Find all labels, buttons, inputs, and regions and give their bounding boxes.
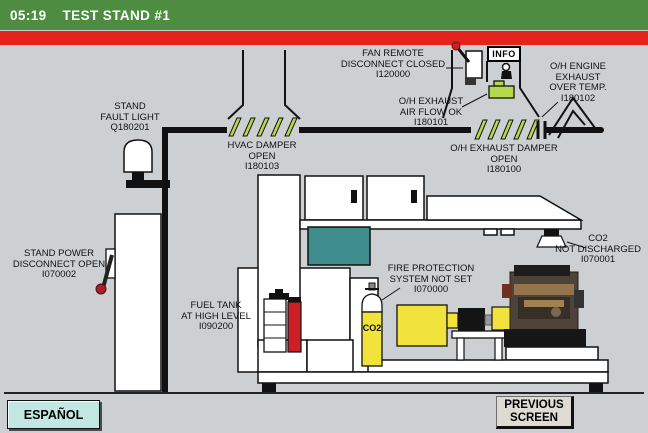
co2-cylinder: CO2 (361, 282, 383, 367)
label-co2-not-discharged: CO2 NOT DISCHARGED I070001 (555, 233, 641, 265)
fuel-tank-indicator (263, 289, 302, 353)
disconnect-switch-tip (95, 283, 107, 295)
floor-divider (4, 392, 644, 394)
canopy-vent-1 (483, 228, 498, 236)
engine-exhaust-elbow (536, 96, 596, 139)
canopy-vent-2 (500, 228, 515, 236)
cabinet-handle-right-icon (411, 190, 417, 203)
exhaust-hood (442, 50, 540, 119)
clock-time: 05:19 (10, 7, 47, 23)
platforms (257, 346, 609, 384)
espanol-button[interactable]: ESPAÑOL (7, 400, 100, 429)
label-fan-remote-disconnect: FAN REMOTE DISCONNECT CLOSED I120000 (340, 48, 446, 80)
engine-pedestal (505, 346, 599, 361)
platform-foot-right (589, 383, 603, 392)
base-platform (257, 371, 609, 384)
label-fuel-tank-high-level: FUEL TANK AT HIGH LEVEL I090200 (181, 300, 251, 332)
co2-nozzle (536, 229, 567, 248)
alarm-banner-bar (0, 31, 648, 45)
label-stand-fault-light: STAND FAULT LIGHT Q180201 (100, 101, 160, 133)
table-top (451, 330, 507, 339)
page-title: TEST STAND #1 (62, 7, 171, 23)
step-platform (367, 359, 609, 373)
title-bar: 05:19 TEST STAND #1 (0, 0, 648, 30)
engine-image (502, 265, 586, 347)
wall-lines (162, 127, 604, 392)
exhaust-damper-open-indicator (474, 119, 540, 140)
previous-screen-button[interactable]: PREVIOUS SCREEN (496, 396, 574, 429)
label-connectors (381, 67, 587, 301)
hvac-duct (227, 50, 301, 120)
platform-foot-left (262, 383, 276, 392)
canopy (426, 195, 584, 221)
co2-cylinder-label: CO2 (363, 323, 382, 333)
fuel-level-bar (287, 301, 302, 353)
stand-fault-light-indicator (123, 139, 170, 188)
label-oh-engine-exhaust-over-temp: O/H ENGINE EXHAUST OVER TEMP. I180102 (549, 61, 607, 104)
fan-disconnect-switch (451, 41, 483, 85)
hvac-damper-open-indicator (228, 117, 298, 137)
cabinet-handle-left-icon (351, 190, 357, 203)
label-stand-power-disconnect: STAND POWER DISCONNECT OPEN I070002 (12, 248, 106, 280)
label-hvac-damper-open: HVAC DAMPER OPEN I180103 (227, 140, 297, 172)
fire-protection-equipment (396, 304, 519, 361)
control-room-window (307, 226, 371, 266)
label-oh-exhaust-air-flow: O/H EXHAUST AIR FLOW OK I180101 (398, 96, 464, 128)
info-button[interactable]: INFO (487, 46, 521, 62)
label-fire-protection-not-set: FIRE PROTECTION SYSTEM NOT SET I070000 (387, 263, 475, 295)
control-box (458, 308, 485, 332)
dyno-box (396, 304, 448, 347)
lower-cabinet-right (306, 339, 354, 373)
disconnect-switch-handle (101, 254, 114, 289)
label-oh-exhaust-damper-open: O/H EXHAUST DAMPER OPEN I180100 (450, 143, 558, 175)
stand-power-cabinet (95, 213, 162, 392)
air-flow-sensor (488, 80, 515, 99)
fan-icon (501, 62, 512, 79)
